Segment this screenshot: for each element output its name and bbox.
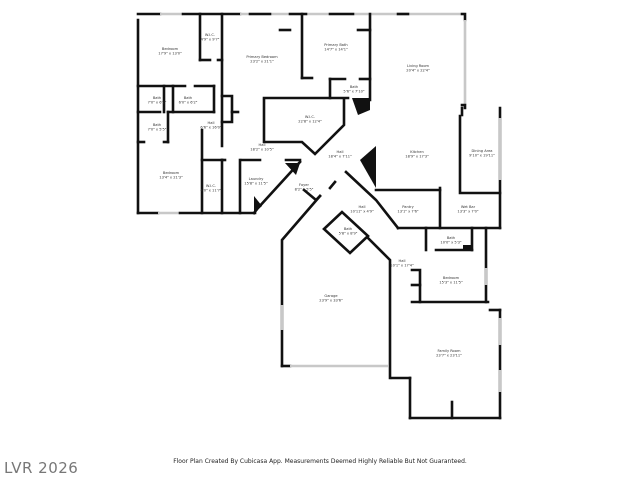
- room-dimensions: 15'8" x 11'5": [244, 182, 268, 186]
- room-name: W.I.C.: [206, 184, 216, 188]
- room-dimensions: 4'0" x 11'7": [200, 189, 221, 193]
- room-dimensions: 13'1" x 7'6": [397, 210, 418, 214]
- room-dimensions: 9'10" x 19'11": [469, 154, 495, 158]
- room-dimensions: 10'11" x 4'9": [350, 210, 374, 214]
- room-name: W.I.C.: [305, 115, 315, 119]
- room-name: W.I.C.: [205, 33, 215, 37]
- room-dimensions: 18'4" x 7'11": [328, 155, 352, 159]
- room-name: Hall: [337, 150, 344, 154]
- room-name: Bedroom: [443, 276, 460, 280]
- watermark-text: LVR 2026: [4, 459, 79, 477]
- room-dimensions: 7'0" x 6'2": [148, 101, 167, 105]
- room-dimensions: 22'8" x 12'4": [298, 120, 322, 124]
- room-dimensions: 17'9" x 13'0": [158, 52, 182, 56]
- room-dimensions: 13'3" x 7'0": [457, 210, 478, 214]
- room-name: Hall: [259, 143, 266, 147]
- room-name: Hall: [399, 259, 406, 263]
- room-dimensions: 23'2" x 21'1": [250, 60, 274, 64]
- room-dimensions: 15'3" x 11'5": [439, 281, 463, 285]
- room-dimensions: 10'1" x 17'4": [390, 264, 414, 268]
- room-name: Foyer: [299, 183, 309, 187]
- room-label-wic-west: W.I.C.4'0" x 11'7": [200, 184, 221, 193]
- room-name: Primary Bath: [324, 43, 347, 47]
- room-name: Bath: [350, 85, 358, 89]
- room-dimensions: 18'9" x 17'3": [405, 155, 429, 159]
- room-dimensions: 20'4" x 22'4": [406, 69, 430, 73]
- room-dimensions: 8'2" x 5'5": [295, 188, 314, 192]
- room-name: Family Room: [438, 349, 461, 353]
- walls: [136, 12, 502, 420]
- room-dimensions: 10'0" x 5'3": [440, 241, 461, 245]
- room-name: Hall: [359, 205, 366, 209]
- room-dimensions: 4'9" x 9'7": [201, 38, 220, 42]
- room-dimensions: 7'0" x 5'5": [148, 128, 167, 132]
- room-name: Bath: [153, 123, 161, 127]
- room-name: Bath: [184, 96, 192, 100]
- room-name: Living Room: [407, 64, 430, 68]
- room-name: Bath: [447, 236, 455, 240]
- room-label-wic-primary: W.I.C.22'8" x 12'4": [298, 115, 322, 124]
- room-name: Bath: [344, 227, 352, 231]
- room-dimensions: 23'9" x 33'6": [319, 299, 343, 303]
- room-name: Hall: [208, 121, 215, 125]
- room-label-wic-north: W.I.C.4'9" x 9'7": [201, 33, 220, 42]
- disclaimer-text: Floor Plan Created By Cubicasa App. Meas…: [173, 458, 467, 465]
- room-dimensions: 5'8" x 8'9": [339, 232, 358, 236]
- room-name: Bath: [153, 96, 161, 100]
- room-dimensions: 5'6" x 7'10": [343, 90, 364, 94]
- room-dimensions: 6'6" x 16'0": [200, 126, 221, 130]
- room-name: Dining Area: [471, 149, 492, 153]
- room-name: Bedroom: [162, 47, 179, 51]
- room-name: Kitchen: [410, 150, 424, 154]
- room-dimensions: 18'2" x 10'5": [250, 148, 274, 152]
- room-name: Laundry: [249, 177, 265, 181]
- room-dimensions: 6'0" x 6'2": [179, 101, 198, 105]
- room-name: Wet Bar: [461, 205, 476, 209]
- room-dimensions: 23'7" x 23'11": [436, 354, 462, 358]
- room-name: Pantry: [402, 205, 414, 209]
- room-name: Bedroom: [163, 171, 180, 175]
- room-dimensions: 13'4" x 21'3": [159, 176, 183, 180]
- room-name: Primary Bedroom: [246, 55, 278, 59]
- room-dimensions: 14'7" x 14'1": [324, 48, 348, 52]
- room-name: Garage: [324, 294, 338, 298]
